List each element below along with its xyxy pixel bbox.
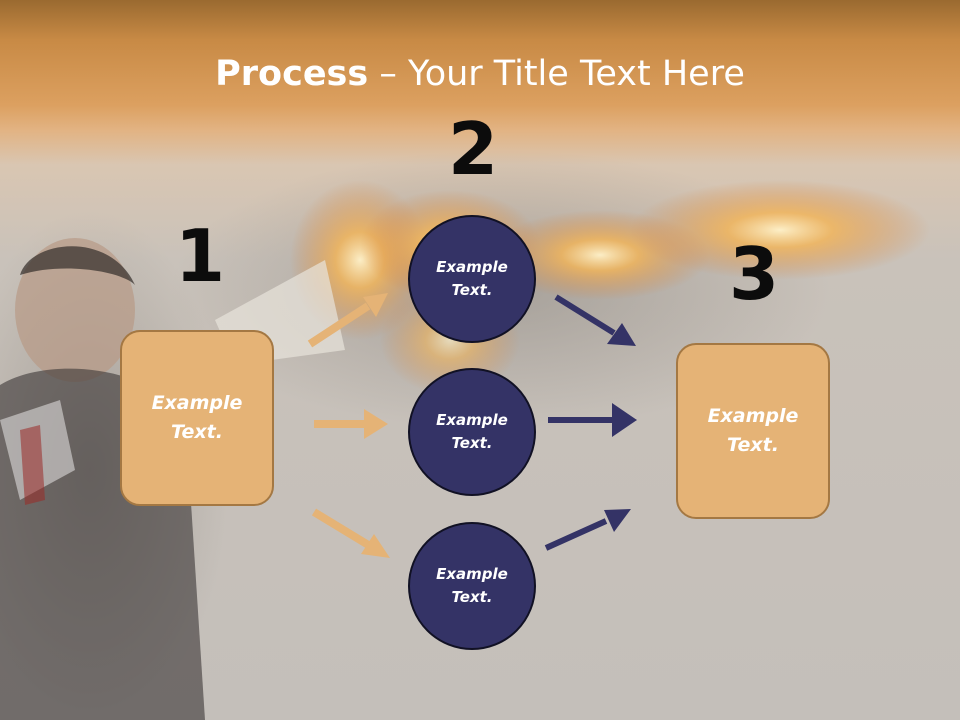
step-2-text-3: Example Text. xyxy=(436,565,508,606)
step-2-circle-2: Example Text. xyxy=(408,368,536,496)
step-2-circle-3: Example Text. xyxy=(408,522,536,650)
arrow-1-to-middle xyxy=(314,409,388,439)
title-rest: – Your Title Text Here xyxy=(368,54,745,94)
step-3-text: Example Text. xyxy=(707,405,799,456)
step-2-circle-1: Example Text. xyxy=(408,215,536,343)
step-2-text-2: Example Text. xyxy=(436,411,508,452)
step-number-2: 2 xyxy=(447,107,499,191)
step-1-text: Example Text. xyxy=(151,392,243,443)
arrow-bottom-to-3 xyxy=(544,509,631,551)
arrow-1-to-bottom xyxy=(311,508,390,558)
title-bold: Process xyxy=(215,54,369,94)
step-2-text-1: Example Text. xyxy=(436,258,508,299)
arrow-1-to-top xyxy=(307,293,388,348)
arrow-middle-to-3 xyxy=(548,403,637,437)
step-number-3: 3 xyxy=(728,232,780,316)
slide-title: Process – Your Title Text Here xyxy=(0,52,960,96)
arrow-top-to-3 xyxy=(554,294,636,346)
step-3-box: Example Text. xyxy=(676,343,830,519)
step-number-1: 1 xyxy=(174,214,226,298)
step-1-box: Example Text. xyxy=(120,330,274,506)
